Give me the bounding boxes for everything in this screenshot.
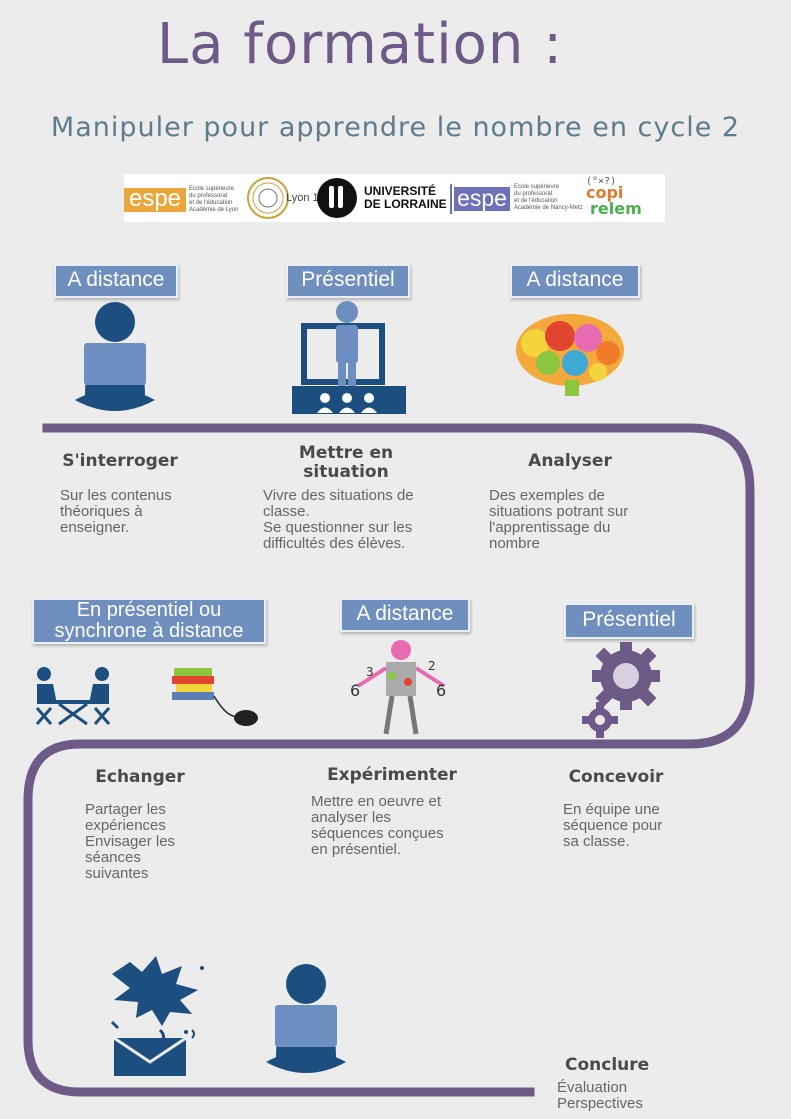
tag-analyser: A distance [510,264,640,298]
step-title-echanger: Echanger [95,767,185,787]
partner-logos: espe Ecole supérieure du professorat et … [124,174,665,222]
step-title-conclure: Conclure [565,1055,650,1075]
step-title-analyser: Analyser [528,451,612,471]
step-desc-sinterroger: Sur les contenus théoriques à enseigner. [60,487,172,536]
numbers-robot-icon: 6 6 3 2 [350,640,446,735]
svg-text:2: 2 [428,659,436,673]
lyon1-seal-icon [247,177,289,219]
step-desc-conclure: Évaluation Perspectives [557,1079,643,1112]
logo-divider [450,184,452,214]
step-title-sinterroger: S'interroger [62,451,178,471]
svg-text:3: 3 [366,665,374,679]
tag-experimenter: A distance [340,598,470,632]
lorraine-logo-icon [317,178,357,218]
lyon1-label: Lyon 1 [286,192,319,204]
page-title: La formation : [156,12,564,77]
person-laptop-icon [75,302,155,411]
person-laptop-icon-2 [266,964,346,1073]
step-title-concevoir: Concevoir [568,767,664,787]
brain-gears-icon [516,314,624,396]
envelope-burst-icon [110,956,204,1076]
step-title-experimenter: Expérimenter [327,765,457,785]
copirelem-logo: copi relem [586,183,642,218]
svg-text:6: 6 [436,681,446,700]
step-title-mettre-en-situation: Mettre en situation [298,443,394,482]
classroom-board-icon [292,301,406,414]
tag-sinterroger: A distance [54,264,178,298]
svg-text:6: 6 [350,681,360,700]
tag-echanger: En présentiel ou synchrone à distance [32,598,266,644]
espe-nancy-text: Ecole supérieure du professorat et de l'… [514,184,583,211]
step-desc-analyser: Des exemples de situations potrant sur l… [489,487,629,552]
page-subtitle: Manipuler pour apprendre le nombre en cy… [50,112,741,143]
tag-mettre-en-situation: Présentiel [286,264,410,298]
step-desc-echanger: Partager les expériences Envisager les s… [85,801,176,882]
espe-nancy-logo: espe [454,187,510,211]
gears-icon [582,642,660,738]
step-desc-experimenter: Mettre en oeuvre et analyser les séquenc… [311,793,444,858]
step-desc-concevoir: En équipe une séquence pour sa classe. [563,801,663,850]
lorraine-label: UNIVERSITÉ DE LORRAINE [364,184,447,211]
espe-lyon-text: Ecole supérieure du professorat et de l'… [189,186,239,213]
books-mouse-icon [172,668,258,726]
copirelem-symbols-icon: (°×?) [586,176,617,187]
tag-concevoir: Présentiel [564,603,694,639]
step-desc-mettre-en-situation: Vivre des situations de classe. Se quest… [263,487,414,552]
meeting-table-icon [35,667,111,726]
espe-lyon-logo: espe [124,187,186,212]
